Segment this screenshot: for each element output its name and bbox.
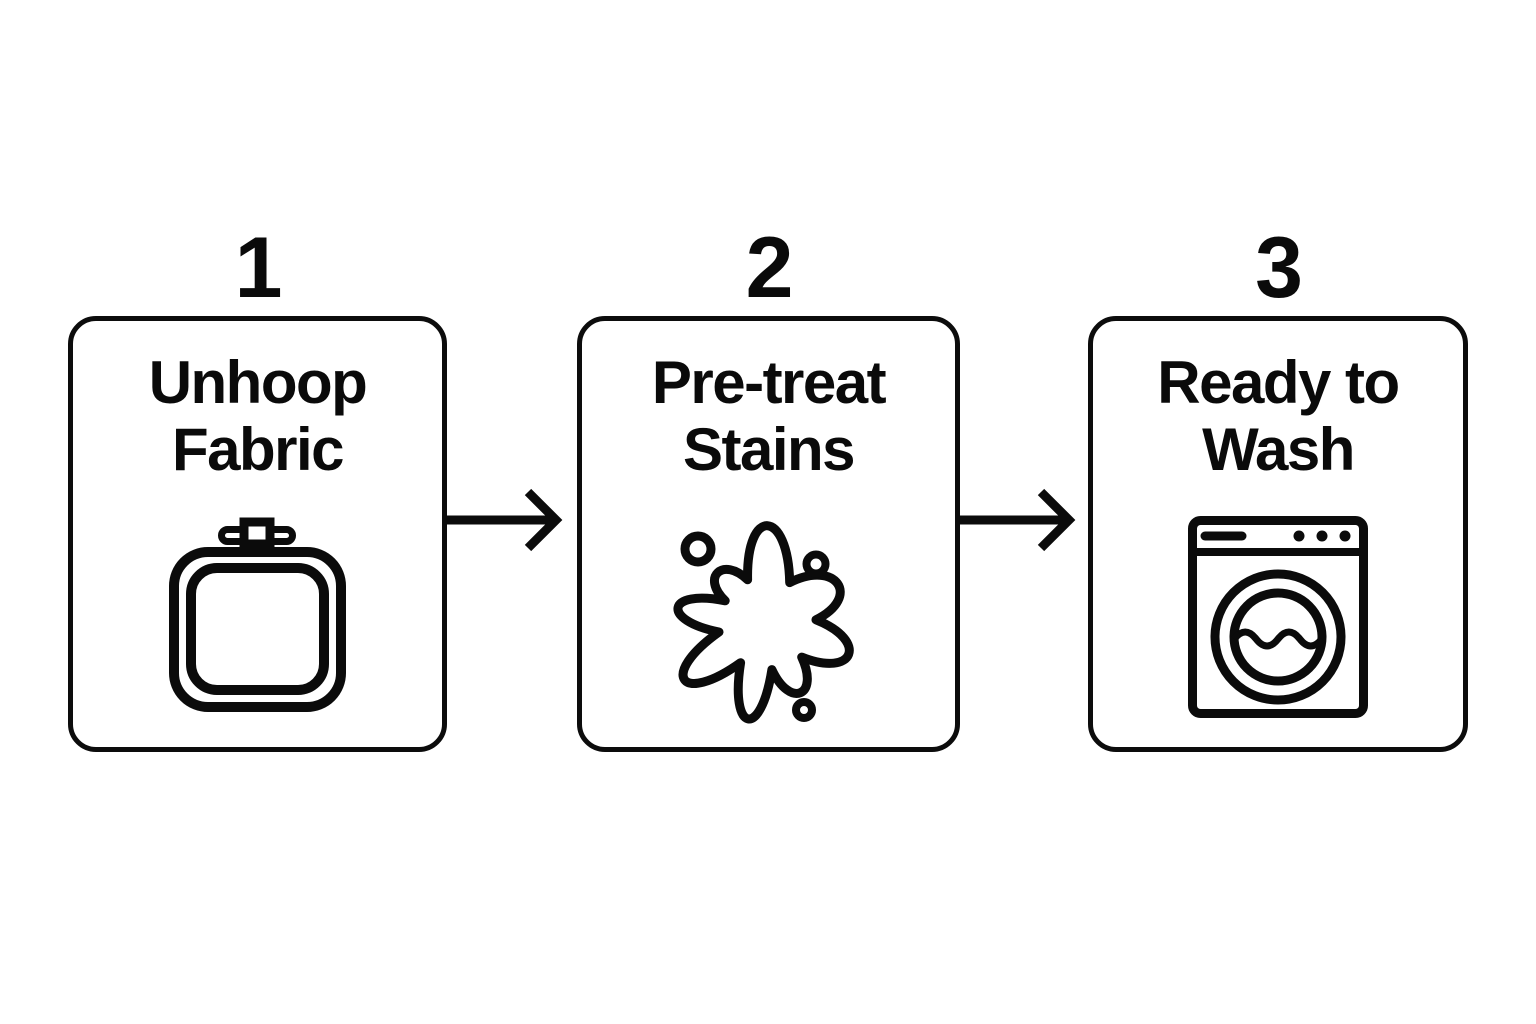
step-3: 3 Ready to Wash	[1088, 220, 1468, 752]
step-3-title-line-1: Ready to	[1157, 349, 1400, 416]
step-1-box: Unhoop Fabric	[68, 316, 447, 752]
arrow-right-icon	[959, 488, 1076, 552]
step-2: 2 Pre-treat Stains	[577, 220, 960, 752]
step-3-title: Ready to Wash	[1157, 349, 1400, 483]
step-1-title-line-2: Fabric	[171, 416, 345, 483]
washing-machine-icon	[1187, 515, 1369, 719]
step-3-title-line-2: Wash	[1202, 416, 1355, 483]
arrow-right-icon	[446, 488, 563, 552]
step-1-title-line-1: Unhoop	[148, 349, 368, 416]
step-3-box: Ready to Wash	[1088, 316, 1468, 752]
step-1-title: Unhoop Fabric	[148, 349, 368, 483]
step-3-number: 3	[1255, 220, 1303, 316]
embroidery-hoop-icon	[168, 515, 347, 715]
stain-splat-icon	[669, 515, 869, 727]
step-1: 1 Unhoop Fabric	[68, 220, 447, 752]
step-2-number: 2	[745, 220, 794, 316]
step-1-number: 1	[234, 220, 283, 316]
step-2-title: Pre-treat Stains	[651, 349, 887, 483]
step-2-title-line-1: Pre-treat	[651, 349, 887, 416]
step-2-title-line-2: Stains	[682, 416, 856, 483]
step-2-box: Pre-treat Stains	[577, 316, 960, 752]
